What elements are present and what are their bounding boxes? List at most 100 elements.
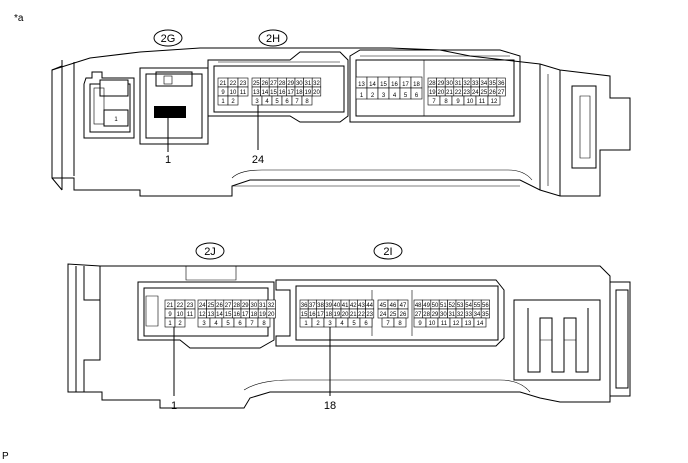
pin-number: 25 [253,81,260,87]
pin-number: 54 [465,303,472,309]
pin-number: 23 [463,90,470,96]
callout-2J-pin: 1 [171,400,177,412]
pin-number: 15 [270,90,277,96]
pin-number: 53 [457,303,464,309]
pin-number: 56 [482,303,489,309]
pin-number: 8 [398,321,402,327]
pin-number: 19 [305,90,312,96]
pin-number: 46 [390,303,397,309]
pin-cell [487,95,501,106]
pin-number: 41 [342,303,349,309]
pin-number: 16 [279,90,286,96]
pin-number: 20 [438,90,445,96]
pin-number: 3 [382,93,386,99]
pin-number: 6 [415,93,419,99]
pin-number: 19 [259,312,266,318]
small-tab-label: 1 [114,117,118,123]
pin-number: 10 [429,321,436,327]
pin-number: 47 [400,303,407,309]
pin-number: 36 [301,303,308,309]
pin-number: 32 [463,81,470,87]
pin-number: 36 [498,81,505,87]
pin-number: 9 [418,321,422,327]
pin-number: 17 [287,90,294,96]
pin-number: 3 [202,321,206,327]
pin-cell [473,317,487,328]
pin-number: 25 [481,90,488,96]
pin-number: 12 [453,321,460,327]
connector-2J-body: 2J 1 [137,242,275,412]
pin-number: 33 [472,81,479,87]
pin-number: 49 [423,303,430,309]
pin-number: 28 [429,81,436,87]
pin-number: 48 [415,303,422,309]
pin-number: 33 [465,312,472,318]
pin-number: 37 [309,303,316,309]
pin-number: 7 [250,321,254,327]
pin-number: 5 [352,321,356,327]
pin-number: 16 [391,82,398,88]
pin-number: 14 [477,321,484,327]
pin-number: 51 [440,303,447,309]
connector-small-left: 1 [83,71,135,139]
pin-number: 32 [457,312,464,318]
pin-number: 39 [325,303,332,309]
pin-number: 15 [380,82,387,88]
pin-number: 11 [479,99,486,105]
pin-number: 35 [482,312,489,318]
pin-number: 8 [305,99,309,105]
connector-2I-label: 2I [383,246,392,258]
label-oval [153,29,183,47]
pin-number: 21 [350,312,357,318]
figure-mark: *a [14,13,24,24]
connector-2H-body: 2H 24 [207,29,521,166]
pin-number: 13 [208,312,215,318]
pin-number: 10 [177,312,184,318]
pin-number: 45 [380,303,387,309]
pin-number: 4 [340,321,344,327]
label-oval [373,242,403,260]
pin-number: 4 [214,321,218,327]
pin-number: 30 [440,312,447,318]
pin-number: 7 [386,321,390,327]
pin-number: 26 [400,312,407,318]
pin-number: 1 [304,321,308,327]
pin-number: 29 [438,81,445,87]
pin-number: 15 [301,312,308,318]
pin-number: 21 [220,81,227,87]
callout-2G-pin: 1 [165,154,171,166]
pin-number: 14 [262,90,269,96]
pin-cell [257,317,271,328]
callout-2H-pin: 24 [252,154,264,166]
pin-number: 12 [199,312,206,318]
pin-number: 21 [167,303,174,309]
pin-cell [301,95,313,106]
pin-cell [184,308,196,319]
pin-number: 24 [380,312,387,318]
pin-number: 22 [230,81,237,87]
callout-2I-pin: 18 [324,400,336,412]
pin-number: 17 [242,312,249,318]
pin-number: 19 [334,312,341,318]
connector-2G-body: 1 2G [139,29,209,166]
pin-number: 11 [441,321,448,327]
pin-number: 18 [325,312,332,318]
bottom-ecu-body [67,263,631,409]
pin-number: 18 [413,82,420,88]
pin-number: 6 [364,321,368,327]
pin-number: 29 [242,303,249,309]
pin-number: 20 [313,90,320,96]
pin-number: 8 [444,99,448,105]
pin-number: 31 [448,312,455,318]
corner-mark: P [2,451,9,462]
pin-number: 16 [233,312,240,318]
pin-number: 4 [265,99,269,105]
pin-number: 55 [474,303,481,309]
pin-number: 3 [255,99,259,105]
pin-number: 16 [309,312,316,318]
pin-cell [266,308,276,319]
pin-number: 6 [238,321,242,327]
